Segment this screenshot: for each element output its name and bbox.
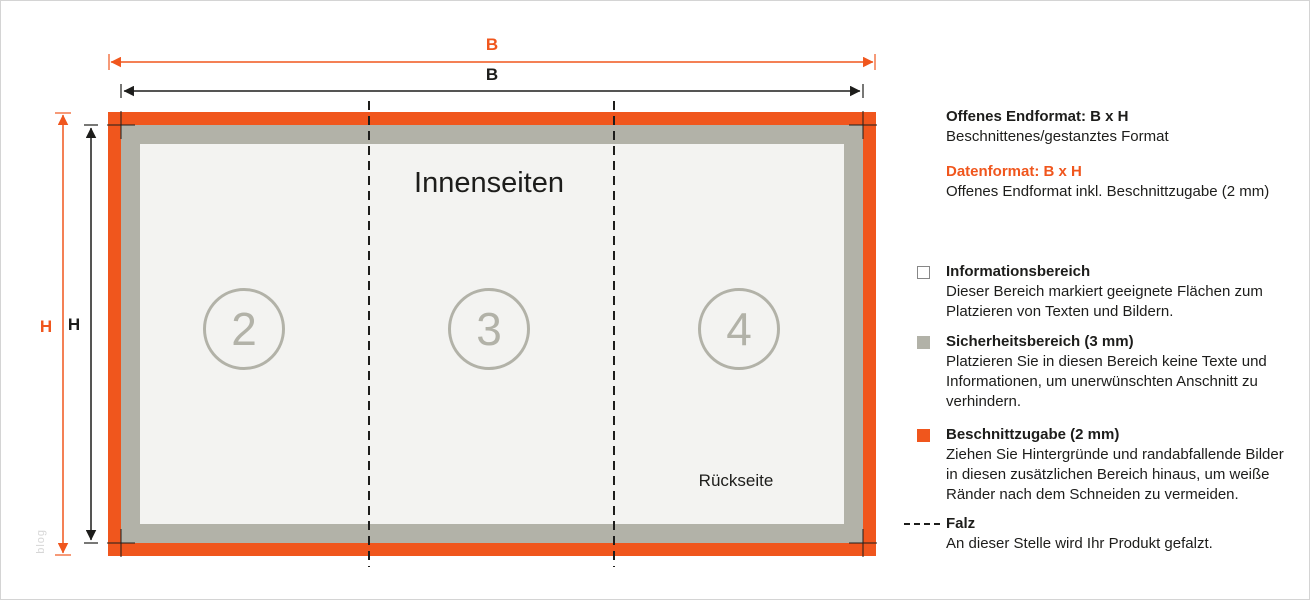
info-area-swatch-icon — [917, 266, 930, 279]
legend-item-desc: Ziehen Sie Hintergründe und randabfallen… — [946, 446, 1284, 503]
endformat-desc: Beschnittenes/gestanztes Format — [946, 128, 1169, 145]
legend-item-falz: Falz An dieser Stelle wird Ihr Produkt g… — [904, 514, 1298, 554]
panel-3-circle: 3 — [448, 288, 530, 370]
legend-item-sicherheitsbereich: Sicherheitsbereich (3 mm) Platzieren Sie… — [906, 332, 1298, 412]
legend-item-desc: Dieser Bereich markiert geeignete Fläche… — [946, 283, 1263, 320]
outer-height-label: H — [39, 317, 53, 336]
panel-2-circle: 2 — [203, 288, 285, 370]
legend-item-desc: Platzieren Sie in diesen Bereich keine T… — [946, 353, 1267, 410]
datenformat-desc: Offenes Endformat inkl. Beschnittzugabe … — [946, 183, 1270, 200]
legend-item-desc: An dieser Stelle wird Ihr Produkt gefalz… — [946, 535, 1213, 552]
inner-height-label: H — [67, 315, 81, 334]
back-side-label: Rückseite — [698, 471, 774, 490]
legend-item-title: Beschnittzugabe (2 mm) — [946, 426, 1120, 443]
legend-item-title: Informationsbereich — [946, 263, 1091, 280]
legend-item-beschnittzugabe: Beschnittzugabe (2 mm) Ziehen Sie Hinter… — [906, 425, 1298, 505]
legend-item-informationsbereich: Informationsbereich Dieser Bereich marki… — [906, 262, 1298, 322]
legend-endformat: Offenes Endformat: B x H Beschnittenes/g… — [946, 107, 1298, 147]
safety-area-swatch-icon — [917, 336, 930, 349]
datenformat-title: Datenformat: B x H — [946, 163, 1082, 180]
panel-3-number: 3 — [476, 303, 502, 355]
legend-item-title: Falz — [946, 515, 976, 532]
inner-width-label: B — [485, 65, 499, 84]
watermark-text: blog — [35, 529, 47, 554]
panel-4-circle: 4 — [698, 288, 780, 370]
panel-4-number: 4 — [726, 303, 752, 355]
legend-item-title: Sicherheitsbereich (3 mm) — [946, 333, 1134, 350]
diagram-title: Innenseiten — [414, 167, 564, 199]
endformat-title: Offenes Endformat: B x H — [946, 108, 1129, 125]
legend-datenformat: Datenformat: B x H Offenes Endformat ink… — [946, 162, 1298, 202]
fold-line-swatch-icon — [904, 523, 940, 525]
panel-2-number: 2 — [231, 303, 257, 355]
bleed-area-swatch-icon — [917, 429, 930, 442]
outer-width-label: B — [485, 35, 499, 54]
